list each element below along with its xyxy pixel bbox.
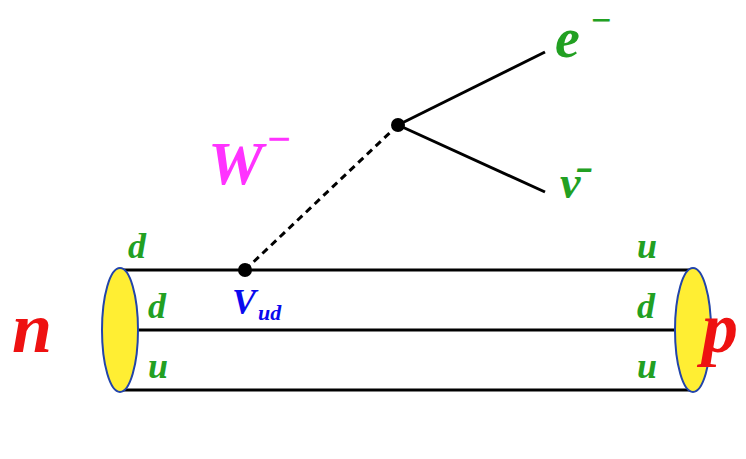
lepton-line <box>398 52 545 125</box>
nucleon-tube <box>102 268 711 392</box>
charge-label: − <box>590 2 612 38</box>
vertex-dot <box>238 263 252 277</box>
nucleon-label: p <box>702 292 738 364</box>
quark-label: u <box>148 348 168 384</box>
quark-line <box>120 329 693 332</box>
particle-label: ν̄ <box>560 160 580 206</box>
quark-label: d <box>128 228 146 264</box>
boson-label: W <box>208 132 263 194</box>
particle-label: e <box>555 10 580 66</box>
quark-line <box>120 269 693 272</box>
quark-line <box>120 389 693 392</box>
vertex-dot <box>391 118 405 132</box>
quark-label: u <box>637 228 657 264</box>
quark-label: d <box>148 288 166 324</box>
nucleon-end <box>102 268 138 392</box>
nucleon-label: n <box>12 292 52 364</box>
ckm-subscript: ud <box>258 302 281 324</box>
quark-label: u <box>637 348 657 384</box>
charge-label: − <box>266 118 291 160</box>
quark-label: d <box>637 288 655 324</box>
ckm-label: V <box>232 284 256 320</box>
lepton-line <box>398 125 545 192</box>
